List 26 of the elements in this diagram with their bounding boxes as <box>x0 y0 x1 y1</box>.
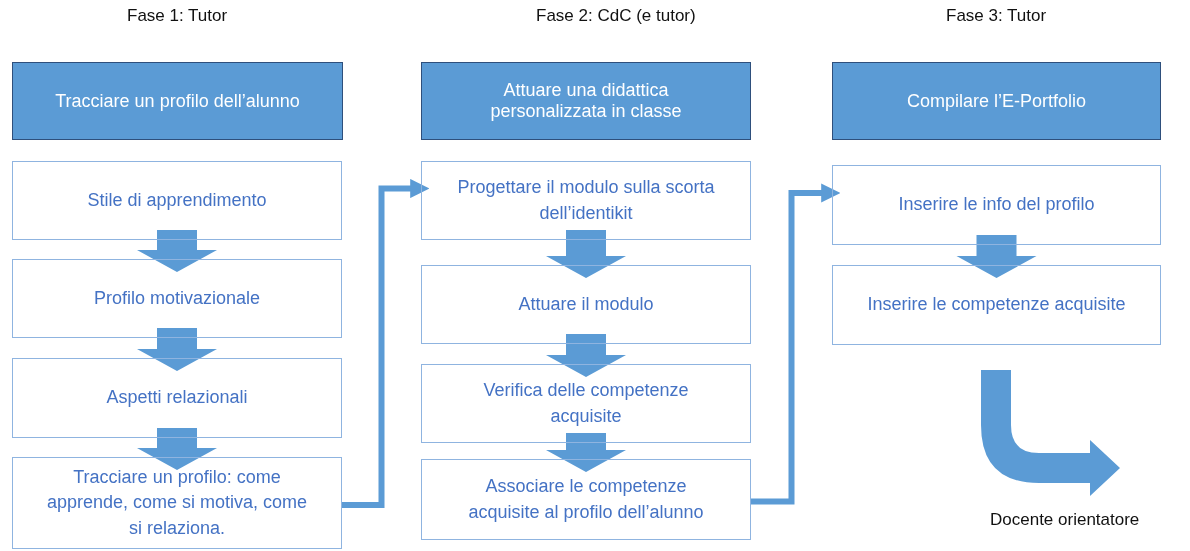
phase-header-box: Tracciare un profilo dell’alunno <box>12 62 343 140</box>
phase-header-box: Attuare una didattica personalizzata in classe <box>421 62 751 140</box>
step-box: Attuare il modulo <box>421 265 751 344</box>
step-box: Inserire le competenze acquisite <box>832 265 1161 345</box>
step-box: Aspetti relazionali <box>12 358 342 438</box>
phase-title: Fase 2: CdC (e tutor) <box>536 6 696 26</box>
block-arrow <box>137 230 217 272</box>
step-box: Verifica delle competenze acquisite <box>421 364 751 443</box>
block-arrow <box>137 328 217 371</box>
block-arrow <box>137 428 217 470</box>
connector-arrow <box>751 183 841 505</box>
block-arrow <box>546 334 626 377</box>
step-box: Profilo motivazionale <box>12 259 342 338</box>
role-label: Docente orientatore <box>990 510 1140 530</box>
phase-header-box: Compilare l’E-Portfolio <box>832 62 1161 140</box>
step-box: Stile di apprendimento <box>12 161 342 240</box>
step-box: Tracciare un profilo: come apprende, come si motiva, come si relaziona. <box>12 457 342 549</box>
step-box: Inserire le info del profilo <box>832 165 1161 245</box>
step-box: Progettare il modulo sulla scorta dell’identikit <box>421 161 751 240</box>
block-arrow <box>546 433 626 472</box>
phase-title: Fase 1: Tutor <box>127 6 228 26</box>
block-arrow <box>546 230 626 278</box>
phase-title: Fase 3: Tutor <box>946 6 1047 26</box>
block-arrow <box>956 235 1037 278</box>
connector-arrow <box>342 178 430 508</box>
step-box: Associare le competenze acquisite al profilo dell’alunno <box>421 459 751 540</box>
